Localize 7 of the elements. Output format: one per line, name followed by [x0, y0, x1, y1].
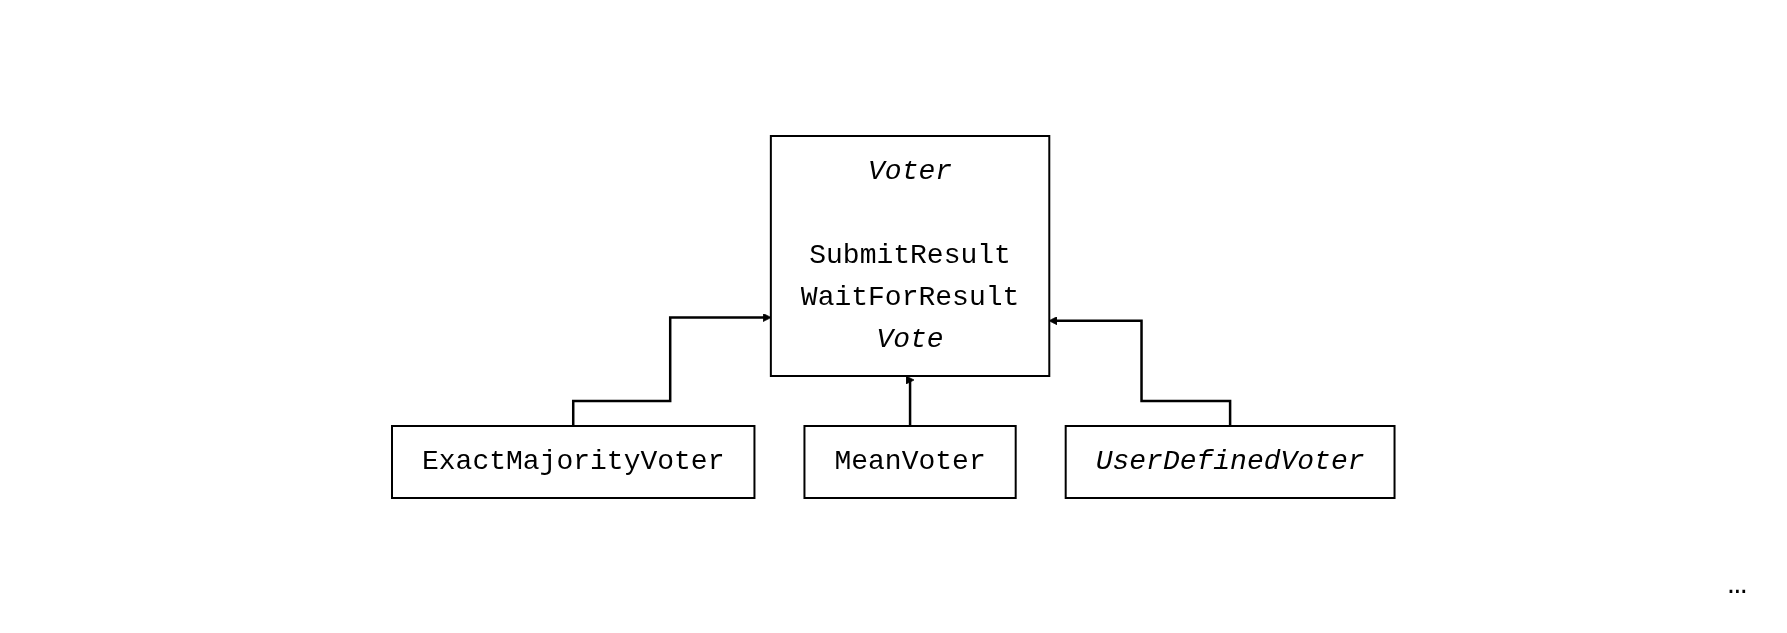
node-box: UserDefinedVoter	[1064, 424, 1396, 499]
node-box: MeanVoter	[803, 424, 1017, 499]
ellipsis-text: …	[1727, 566, 1747, 603]
node-box: ExactMajorityVoter	[391, 424, 756, 499]
node-box: Voter SubmitResult WaitForResult Vote	[770, 134, 1051, 377]
arrow	[572, 312, 772, 427]
arrow	[905, 375, 915, 427]
